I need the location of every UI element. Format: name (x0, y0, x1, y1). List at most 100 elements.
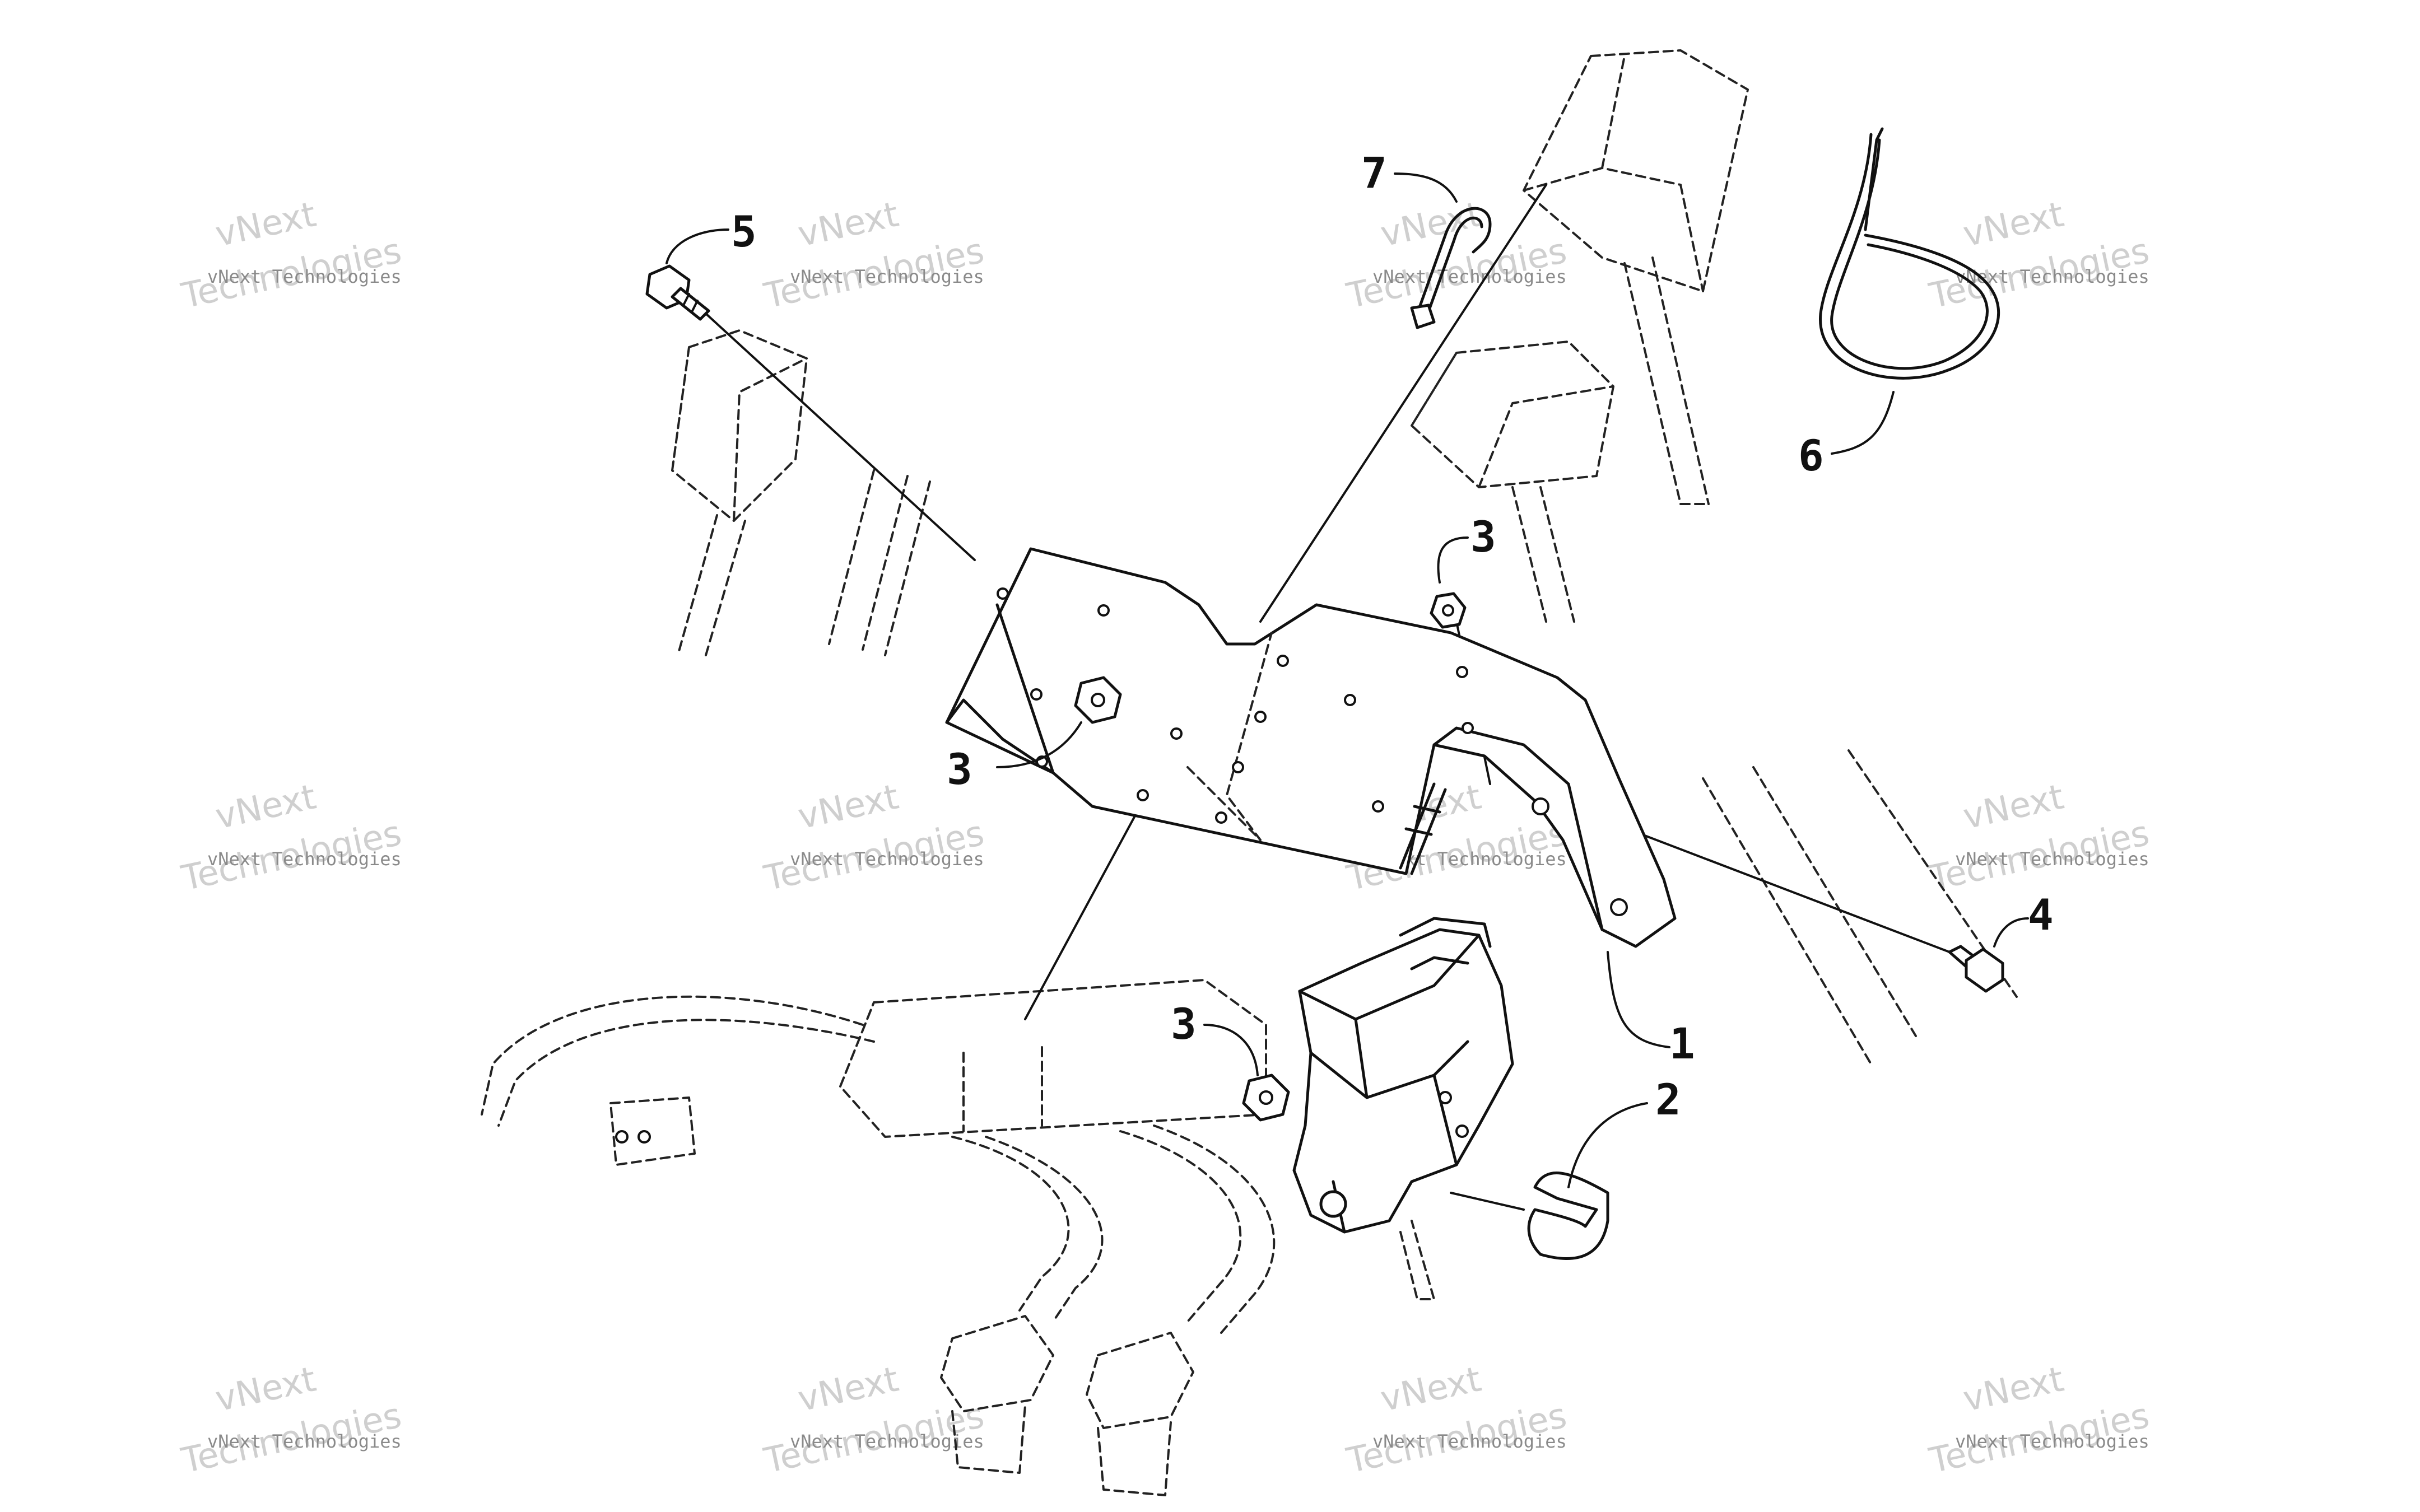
bracket-hidden-edge (1186, 632, 1273, 841)
reference-plug-boot-right (1086, 1332, 1194, 1496)
clip-outline (1527, 1172, 1609, 1260)
cable-tie-loop (1819, 133, 2000, 380)
leader-5 (666, 228, 729, 264)
reference-plug-wire-right (1119, 1124, 1276, 1334)
bracket-hole (1462, 722, 1474, 734)
watermark-vnext: vNext (212, 1359, 319, 1420)
watermark-text: vNext Technologies (790, 1431, 984, 1452)
module-screw (1455, 1124, 1469, 1138)
callout-3-bracket: 3 (947, 744, 972, 794)
module-stud (1399, 782, 1447, 875)
part-5-bolt (645, 264, 710, 321)
watermark-vnext: vNext (212, 194, 319, 255)
bracket-flange (945, 603, 1055, 774)
module-mount-post (1399, 1220, 1435, 1300)
bracket-hole (1097, 604, 1110, 617)
nut-3-module-hole (1259, 1090, 1273, 1105)
module-detail (1298, 934, 1481, 1234)
bracket-hole (1215, 811, 1227, 824)
leader-3b (996, 721, 1082, 768)
callout-6: 6 (1798, 431, 1824, 480)
part-3-nut-bracket (1074, 676, 1122, 724)
part-2-clip (1527, 1172, 1609, 1260)
reference-upper-housing (1523, 49, 1749, 292)
leader-1 (1607, 951, 1670, 1048)
leader-3a (1437, 536, 1469, 584)
callout-3-module: 3 (1171, 999, 1197, 1049)
leader-2 (1567, 1102, 1648, 1188)
callout-leaders (666, 172, 2029, 1188)
bracket-tab (1432, 726, 1604, 931)
bracket-hole (1232, 761, 1244, 773)
watermark-text: vNext Technologies (1372, 266, 1567, 287)
reference-coil-pack (839, 979, 1267, 1138)
cable-tie-loop-inner (1830, 138, 1989, 370)
bolt-5-thread (682, 293, 699, 313)
part-3-nut-upper (1430, 592, 1467, 629)
watermark-text: vNext Technologies (207, 266, 402, 287)
connector-pin (615, 1130, 629, 1144)
nut-3-upper-hole (1442, 604, 1454, 617)
watermark-vnext: vNext (1960, 194, 2067, 255)
part-4-bolt (1948, 945, 2004, 993)
reference-plug-wire-left (951, 1136, 1104, 1323)
module-connector (1399, 917, 1492, 970)
leader-7 (1394, 172, 1458, 203)
watermark-vnext: vNext (794, 776, 902, 837)
part-7-hook-clip (1410, 207, 1492, 329)
assembly-line-module-to-clip (1450, 1192, 1525, 1211)
bracket-mount-hole (1610, 898, 1628, 916)
cable-tie-tail (1864, 127, 1884, 231)
bracket-hole (997, 587, 1009, 600)
assembly-line-bolt-5 (705, 312, 976, 561)
bracket-hole (1170, 727, 1183, 740)
assembly-line-bracket-to-housing (1259, 184, 1547, 623)
reference-switch-box (1411, 340, 1614, 488)
watermark-text: vNext Technologies (790, 266, 984, 287)
watermark-text: vNext Technologies (1372, 1431, 1567, 1452)
watermark-vnext: vNext (1377, 1359, 1484, 1420)
reference-frame-rail-left (828, 469, 931, 656)
watermark-text: vNext Technologies (1955, 266, 2149, 287)
bracket-hole (1030, 688, 1043, 701)
reference-plug-boot-left (940, 1315, 1054, 1474)
watermark-text: vNext Technologies (1955, 848, 2149, 870)
watermark-text: vNext Technologies (207, 1431, 402, 1452)
module-body (1292, 928, 1514, 1234)
nut-3-bracket-hole (1091, 693, 1105, 707)
bracket-hole (1344, 694, 1356, 706)
reference-switch-post (1511, 486, 1575, 623)
callout-7: 7 (1361, 148, 1387, 198)
connector-pin (637, 1130, 651, 1144)
reference-parts (481, 49, 2018, 1496)
watermark-text: vNext Technologies (207, 848, 402, 870)
reference-wire-harness (481, 995, 875, 1127)
watermark-vnext: vNext (212, 776, 319, 837)
bolt-4-head (1965, 948, 2004, 993)
module-screw (1439, 1091, 1452, 1104)
part-3-nut-module (1242, 1074, 1290, 1122)
bracket-hole (1277, 655, 1289, 667)
bolt-5-shank (671, 287, 710, 321)
leader-6 (1831, 391, 1895, 455)
bracket-hole (1372, 800, 1384, 813)
watermark-layer: vNext Technologies vNext Technologies vN… (178, 194, 2153, 1481)
reference-left-post (677, 514, 746, 656)
bracket-mount-hole (1532, 797, 1549, 815)
hook-clip-tip (1410, 304, 1436, 329)
bracket-hole (1254, 711, 1267, 723)
part-1-mounting-bracket (945, 547, 1677, 948)
reference-left-housing (671, 329, 808, 522)
bracket-hole (1456, 666, 1468, 678)
bracket-hole (1137, 789, 1149, 801)
reference-harness-connector (609, 1096, 696, 1166)
bracket-outline (945, 547, 1677, 948)
ignition-module (1292, 782, 1514, 1300)
hook-clip-wire-inner (1426, 216, 1483, 316)
watermark-text: vNext Technologies (790, 848, 984, 870)
watermark-text: vNext Technologies (1955, 1431, 2149, 1452)
callout-2: 2 (1655, 1075, 1681, 1124)
watermark-vnext: vNext (794, 1359, 902, 1420)
callout-5: 5 (731, 207, 757, 256)
